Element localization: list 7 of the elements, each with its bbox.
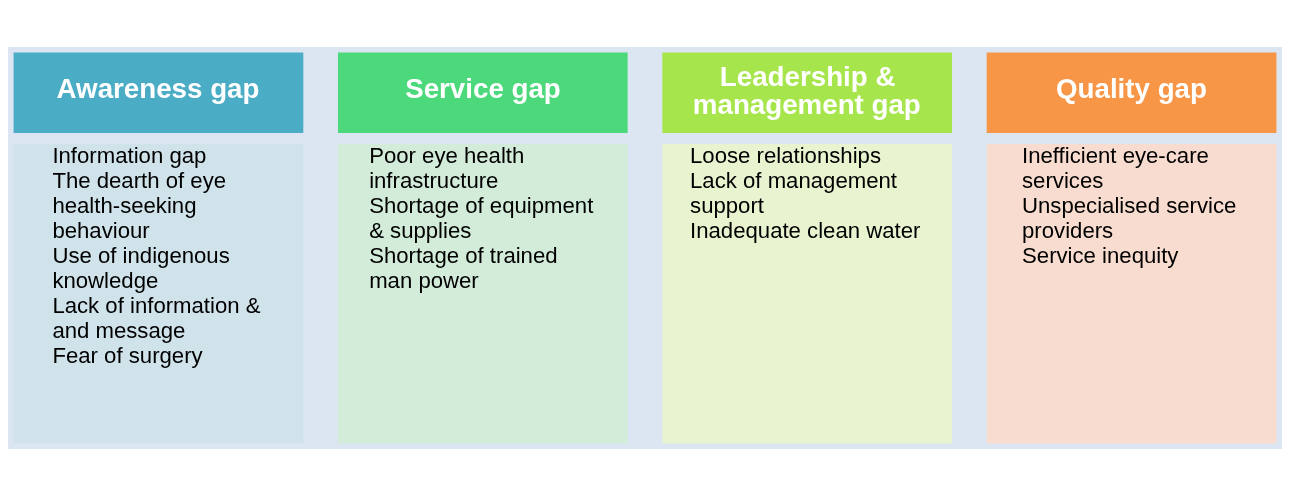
node-box: Awareness gap: [13, 52, 304, 133]
node-box: Quality gap: [986, 52, 1277, 133]
node-box: Loose relationships Lack of management support Inadequate clean water: [662, 143, 953, 443]
node-box: Service gap: [337, 52, 628, 133]
node-box: Poor eye health infrastructure Shortage of equipment & supplies Shortage of trained man power: [337, 143, 628, 443]
node-box: Leadership & management gap: [662, 52, 953, 133]
node-box: Inefficient eye-care services Unspecialised service providers Service inequity: [986, 143, 1277, 443]
